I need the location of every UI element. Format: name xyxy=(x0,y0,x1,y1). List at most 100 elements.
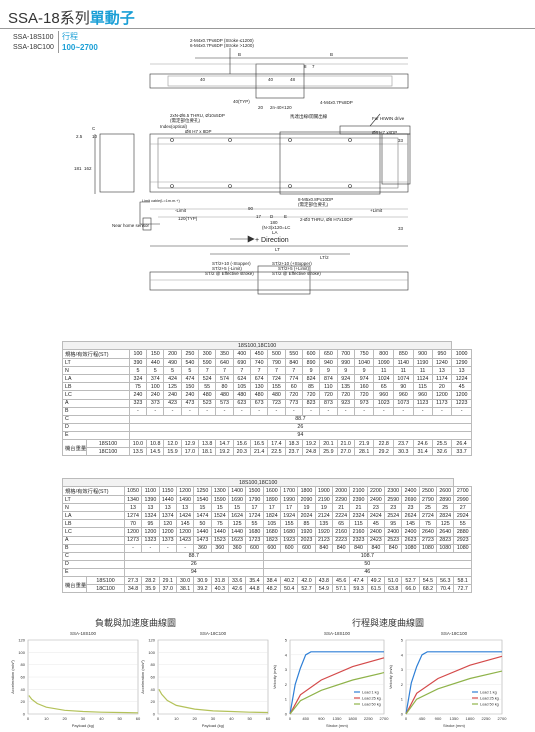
divider xyxy=(58,31,59,53)
y-tick-label: 40 xyxy=(151,687,156,692)
table-cell: 2524 xyxy=(384,511,403,521)
table-cell: 43.8 xyxy=(314,576,334,586)
table-cell: 25.9 xyxy=(319,447,338,457)
legend-label: Load 25 kg xyxy=(362,697,381,701)
table-cell: 24.6 xyxy=(412,439,433,449)
technical-drawing: 2-M4x0.7Px6DP (Stroke ≤1200) 6-M4x0.7Px6… xyxy=(74,38,411,295)
row-header: N xyxy=(62,503,125,513)
label-top2: 6-M4x0.7Px6DP (Stroke >1200) xyxy=(190,43,254,48)
label-s4: ST/2+10 (+Stopper) xyxy=(272,261,312,266)
table-cell: 1200 xyxy=(175,527,195,537)
label-E: E xyxy=(284,214,287,219)
table-cell: 600 xyxy=(279,543,299,553)
table-cell: 100 xyxy=(128,349,148,360)
series-line xyxy=(405,670,503,715)
table-cell: 1690 xyxy=(227,495,247,505)
legend-label: Load 1 kg xyxy=(480,691,497,695)
y-tick-label: 0 xyxy=(23,712,26,717)
label-limitR: +Limit xyxy=(370,208,383,213)
table-cell: 11 xyxy=(412,366,433,376)
table-cell: 924 xyxy=(336,374,355,384)
table-cell: 39.2 xyxy=(193,584,212,594)
label-s2: ST/2+5 (-Limit) xyxy=(212,266,242,271)
table-cell: - xyxy=(301,406,321,416)
table-cell: 23.7 xyxy=(393,439,414,449)
table-cell: 840 xyxy=(284,358,303,368)
table-cell: 115 xyxy=(412,382,433,392)
table-cell: 2023 xyxy=(297,535,316,545)
table-cell: 55 xyxy=(453,519,472,529)
table-cell: 27 xyxy=(453,503,472,513)
table-cell: 75 xyxy=(210,519,229,529)
table-cell: 720 xyxy=(301,390,321,400)
label-holes-sub: (需定部位要孔) xyxy=(170,117,200,124)
label-dimN: 2n-40×120 xyxy=(270,105,292,110)
y-tick-label: 80 xyxy=(151,662,156,667)
label-dim40b: 40 xyxy=(268,77,274,82)
row-header: E xyxy=(62,430,130,441)
label-D: D xyxy=(270,214,274,219)
label-17: 17 xyxy=(256,214,262,219)
row-header: LA xyxy=(62,511,125,521)
table-cell: 29.1 xyxy=(158,576,177,586)
table-cell: 50 xyxy=(262,559,473,569)
table-cell: 25 xyxy=(436,503,455,513)
table-cell: 590 xyxy=(198,358,217,368)
label-LA: LA xyxy=(272,230,278,235)
table-cell: 673 xyxy=(249,398,269,408)
table-cell: 1700 xyxy=(279,486,299,497)
table-cell: - xyxy=(249,406,269,416)
table-cell: 2200 xyxy=(366,486,386,497)
table-cell: 14.7 xyxy=(215,439,234,449)
row-header: LB xyxy=(62,519,125,529)
label-hiwin: For HIWIN drive xyxy=(372,116,405,121)
model-1: SSA-18S100 xyxy=(13,34,54,41)
table-cell: 524 xyxy=(198,374,217,384)
row-header: B xyxy=(62,406,130,416)
page-title: SSA-18系列單動子 xyxy=(8,10,135,27)
legend-label: Load 50 kg xyxy=(480,703,499,707)
chart-title: SSA-18S100 xyxy=(70,631,97,636)
label-dim20: 20 xyxy=(258,105,264,110)
table-cell: 2790 xyxy=(418,495,438,505)
table-cell: 1323 xyxy=(141,535,160,545)
table-cell: 824 xyxy=(301,374,321,384)
table-cell: 600 xyxy=(297,543,316,553)
table-cell: 1424 xyxy=(175,511,195,521)
table-cell: 960 xyxy=(373,390,395,400)
table-cell: - xyxy=(141,543,160,553)
table-cell: 1200 xyxy=(123,527,143,537)
table-cell: 21 xyxy=(349,503,368,513)
y-tick-label: 60 xyxy=(21,675,26,680)
table-cell: 1200 xyxy=(431,390,453,400)
x-tick-label: 10 xyxy=(44,716,49,721)
table-cell: 20 xyxy=(431,382,453,392)
y-tick-label: 0 xyxy=(153,712,156,717)
weight-label: 機台重量 xyxy=(61,439,88,457)
y-tick-label: 20 xyxy=(21,699,26,704)
table-cell: 1920 xyxy=(297,527,316,537)
table-cell: 125 xyxy=(436,519,455,529)
x-tick-label: 900 xyxy=(435,716,442,721)
table-cell: 42.6 xyxy=(227,584,247,594)
table-cell: 27.0 xyxy=(336,447,355,457)
table-cell: 974 xyxy=(353,374,375,384)
y-tick-label: 3 xyxy=(285,667,288,672)
table-cell: 150 xyxy=(146,349,165,360)
table-cell: 1074 xyxy=(393,374,414,384)
table-cell: 523 xyxy=(198,398,217,408)
table-cell: 2290 xyxy=(332,495,351,505)
table-cell: 840 xyxy=(314,543,334,553)
stroke-range: 100~2700 xyxy=(62,43,98,52)
table-cell: 1680 xyxy=(279,527,299,537)
table-cell: 10.8 xyxy=(146,439,165,449)
section-stroke-speed: 行程與速度曲線圖 xyxy=(352,618,425,628)
table-cell: 2024 xyxy=(297,511,316,521)
x-tick-label: 1350 xyxy=(333,716,343,721)
table-cell: 1524 xyxy=(210,511,229,521)
table-cell: 26 xyxy=(128,422,473,432)
table-cell: 21.0 xyxy=(336,439,355,449)
x-tick-label: 0 xyxy=(405,716,408,721)
label-dim8: 8 xyxy=(304,64,307,69)
table-cell: 350 xyxy=(215,349,234,360)
